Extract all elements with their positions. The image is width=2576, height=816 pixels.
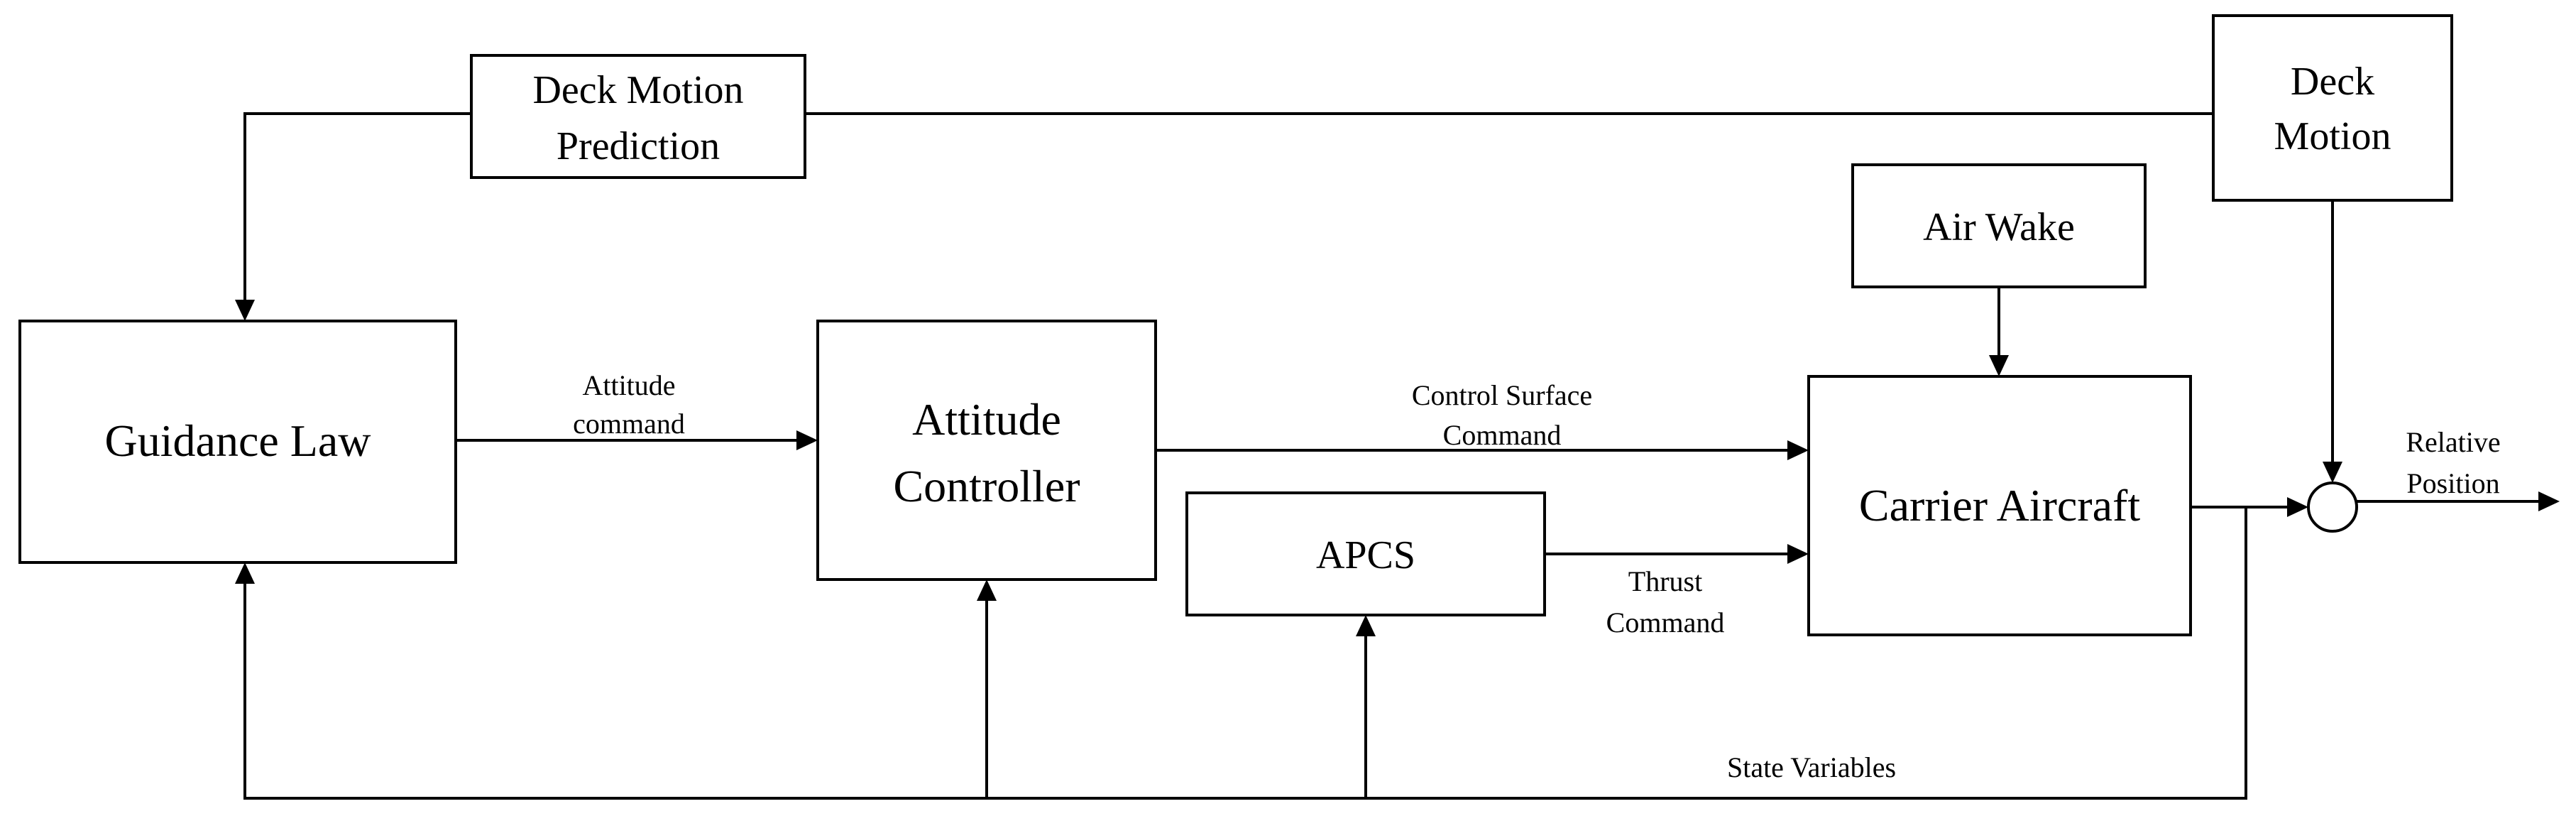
attitude-command-label-line1: Attitude bbox=[582, 369, 675, 401]
air-wake-arrowhead bbox=[1989, 355, 2009, 376]
relative-position-label-line2: Position bbox=[2406, 467, 2499, 499]
deck-motion-label-line2: Motion bbox=[2274, 114, 2391, 158]
air-wake-label: Air Wake bbox=[1923, 205, 2075, 249]
feedback-to-apcs-arrowhead bbox=[1356, 615, 1376, 636]
apcs-block: APCS bbox=[1185, 491, 1546, 616]
thrust-command-arrowhead bbox=[1787, 544, 1809, 564]
prediction-to-guidance-wire bbox=[243, 112, 471, 303]
attitude-command-arrowhead bbox=[796, 430, 818, 450]
deck-motion-prediction-label-line2: Prediction bbox=[557, 124, 720, 168]
deck-motion-prediction-label-line1: Deck Motion bbox=[532, 68, 743, 112]
feedback-to-attitude-arrowhead bbox=[977, 580, 997, 601]
guidance-law-label: Guidance Law bbox=[105, 415, 371, 466]
state-variables-label: State Variables bbox=[1727, 751, 1896, 783]
control-surface-command-label-line2: Command bbox=[1443, 419, 1562, 451]
prediction-to-guidance-arrowhead bbox=[235, 300, 255, 321]
deck-motion-to-junction-arrowhead bbox=[2323, 462, 2342, 483]
attitude-controller-block: Attitude Controller bbox=[816, 320, 1157, 581]
deck-motion-prediction-block: Deck Motion Prediction bbox=[470, 54, 806, 179]
attitude-controller-label-line1: Attitude bbox=[912, 394, 1061, 445]
aircraft-to-junction-arrowhead bbox=[2287, 497, 2308, 517]
attitude-controller-label-line2: Controller bbox=[893, 461, 1080, 511]
deck-motion-label-line1: Deck bbox=[2291, 60, 2374, 104]
air-wake-block: Air Wake bbox=[1851, 163, 2147, 288]
control-surface-command-arrowhead bbox=[1787, 440, 1809, 460]
thrust-command-label-line1: Thrust bbox=[1628, 565, 1702, 597]
thrust-command-label-line2: Command bbox=[1606, 606, 1725, 638]
attitude-command-label-line2: command bbox=[573, 408, 685, 440]
state-feedback-wire bbox=[243, 507, 2247, 800]
relative-position-label-line1: Relative bbox=[2406, 426, 2500, 458]
deck-motion-block: Deck Motion bbox=[2212, 14, 2453, 202]
guidance-law-block: Guidance Law bbox=[18, 320, 457, 564]
feedback-to-guidance-arrowhead bbox=[235, 562, 255, 584]
carrier-aircraft-block: Carrier Aircraft bbox=[1807, 375, 2192, 636]
apcs-label: APCS bbox=[1316, 533, 1415, 577]
summing-junction bbox=[2307, 482, 2358, 533]
relative-position-arrowhead bbox=[2538, 491, 2560, 511]
control-surface-command-label-line1: Control Surface bbox=[1412, 379, 1592, 411]
carrier-aircraft-label: Carrier Aircraft bbox=[1859, 480, 2140, 531]
